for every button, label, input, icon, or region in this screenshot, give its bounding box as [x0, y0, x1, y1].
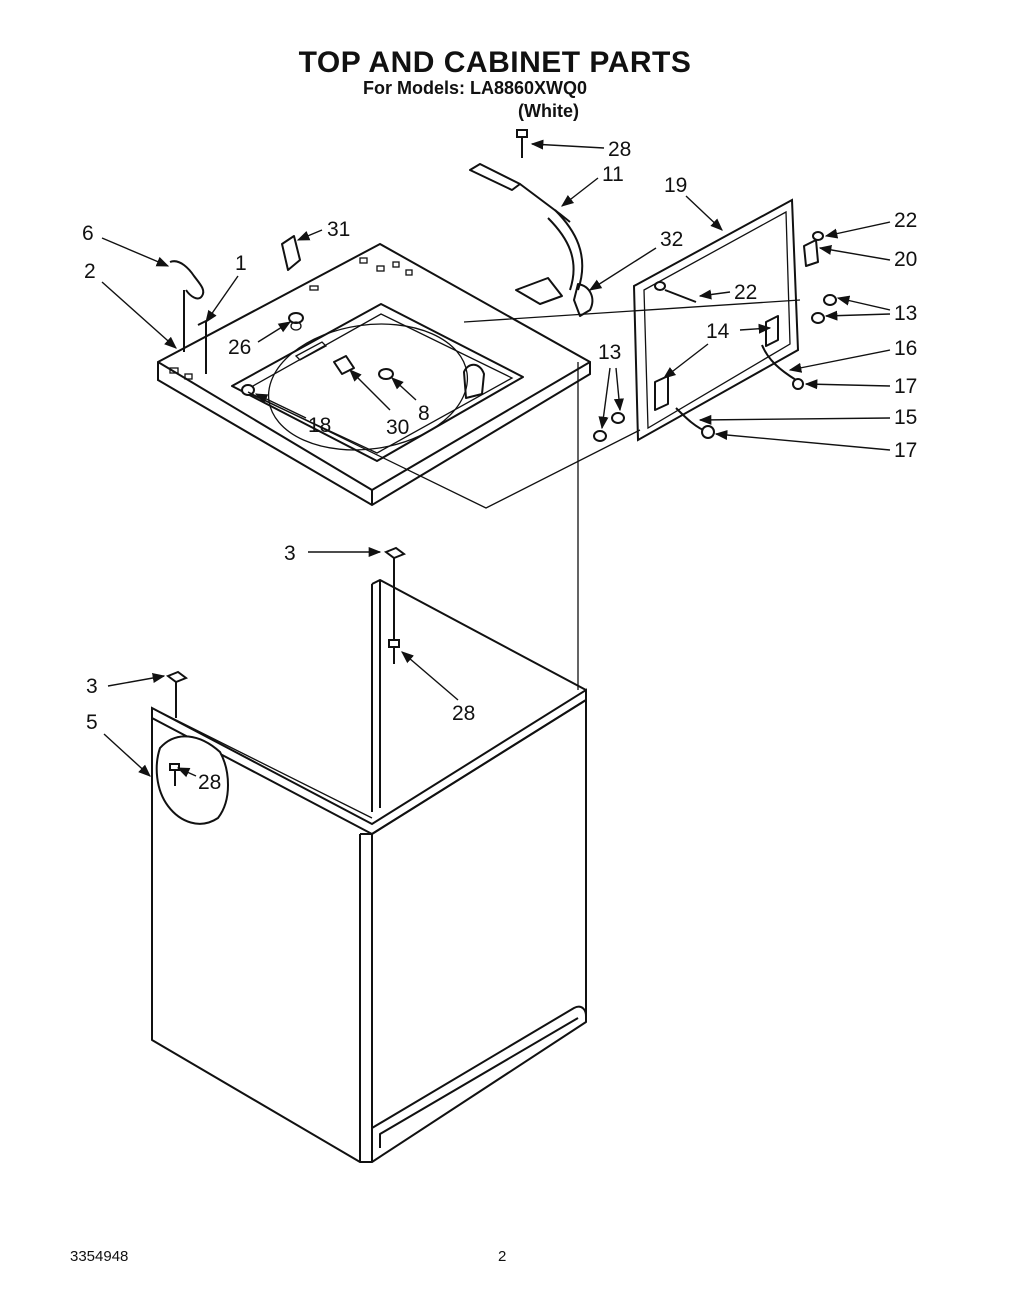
top-panel — [157, 242, 591, 507]
nut-part-8 — [378, 368, 394, 380]
callout-28: 28 — [608, 138, 631, 161]
handle-part-32 — [573, 283, 594, 317]
page-title: TOP AND CABINET PARTS — [298, 46, 692, 79]
color-note: (White) — [518, 101, 579, 121]
callout-3: 3 — [284, 542, 296, 565]
document-number: 3354948 — [70, 1248, 129, 1265]
callout-13: 13 — [598, 341, 621, 364]
callout-15: 15 — [894, 406, 917, 429]
lid-screws — [593, 231, 837, 442]
callout-18: 18 — [308, 414, 331, 437]
callout-31: 31 — [327, 218, 350, 241]
callout-22: 22 — [894, 209, 917, 232]
part-18 — [241, 384, 255, 396]
part-30 — [333, 355, 355, 375]
page-number: 2 — [498, 1248, 507, 1265]
callout-6: 6 — [82, 222, 94, 245]
leader-arrows — [101, 139, 891, 778]
callout-22: 22 — [734, 281, 757, 304]
models-line: For Models: LA8860XWQ0 — [363, 78, 588, 98]
clip-part-31 — [281, 235, 301, 271]
callout-28: 28 — [198, 771, 221, 794]
bracket-part-3-front — [165, 670, 189, 718]
guide-line-2 — [247, 391, 641, 509]
callout-13: 13 — [894, 302, 917, 325]
clip-part-6 — [169, 260, 205, 300]
callout-32: 32 — [660, 228, 683, 251]
screw-28-top — [516, 129, 528, 158]
callout-26: 26 — [228, 336, 251, 359]
callout-5: 5 — [86, 711, 98, 734]
callout-19: 19 — [664, 174, 687, 197]
callout-16: 16 — [894, 337, 917, 360]
callout-30: 30 — [386, 416, 409, 439]
bracket-part-3-rear — [383, 546, 407, 664]
hinge-part-11 — [469, 163, 584, 305]
callout-labels: 28 11 19 22 20 6 31 32 22 1 2 13 14 26 1… — [82, 138, 917, 794]
grommet-part-26 — [288, 312, 304, 331]
callout-8: 8 — [418, 402, 430, 425]
cabinet — [151, 362, 587, 1163]
callout-17: 17 — [894, 439, 917, 462]
callout-1: 1 — [235, 252, 247, 275]
guide-line — [463, 299, 801, 323]
callout-2: 2 — [84, 260, 96, 283]
callout-20: 20 — [894, 248, 917, 271]
callout-11: 11 — [602, 163, 624, 186]
callout-28: 28 — [452, 702, 475, 725]
callout-17: 17 — [894, 375, 917, 398]
lid-panel — [632, 198, 819, 442]
callout-3: 3 — [86, 675, 98, 698]
callout-14: 14 — [706, 320, 730, 343]
